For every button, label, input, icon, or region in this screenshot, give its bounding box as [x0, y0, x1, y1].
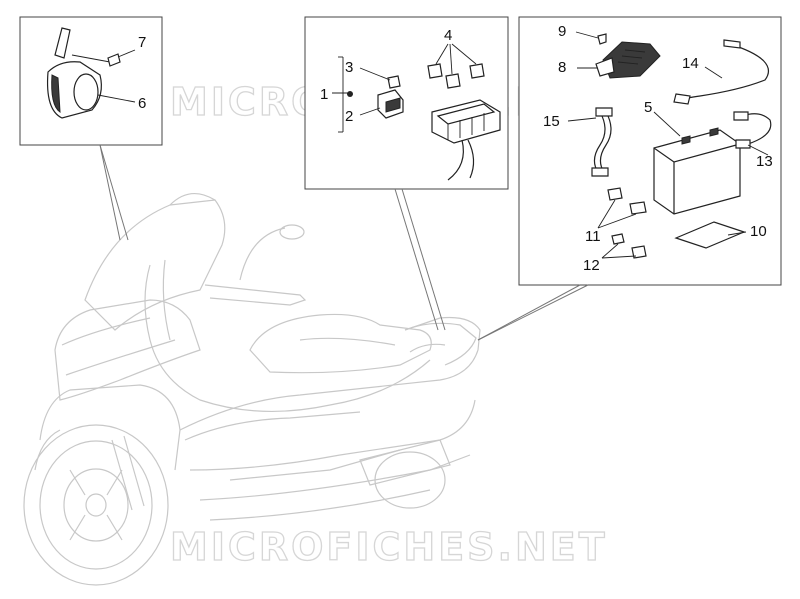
- callout-2: 2: [345, 108, 353, 125]
- callout-7: 7: [138, 34, 146, 51]
- horn-leader-line: [99, 144, 129, 241]
- callout-11: 11: [585, 228, 601, 245]
- callout-13: 13: [756, 153, 773, 170]
- callout-4: 4: [444, 27, 452, 44]
- relay-parts: [332, 43, 501, 181]
- battery-leader-line: [477, 284, 581, 341]
- callout-9: 9: [558, 23, 566, 40]
- callout-14: 14: [682, 55, 699, 72]
- callout-15: 15: [543, 113, 560, 130]
- callout-1: 1: [320, 86, 328, 103]
- callout-12: 12: [583, 257, 600, 274]
- callout-10: 10: [750, 223, 767, 240]
- battery-parts: [567, 31, 772, 259]
- scooter-illustration: [23, 193, 481, 586]
- watermark-bottom: MICROFICHES.NET: [170, 525, 608, 569]
- callout-6: 6: [138, 95, 146, 112]
- relay-leader-line: [401, 188, 446, 331]
- callout-5: 5: [644, 99, 652, 116]
- callout-8: 8: [558, 59, 566, 76]
- horn-part: [46, 27, 136, 119]
- callout-3: 3: [345, 59, 353, 76]
